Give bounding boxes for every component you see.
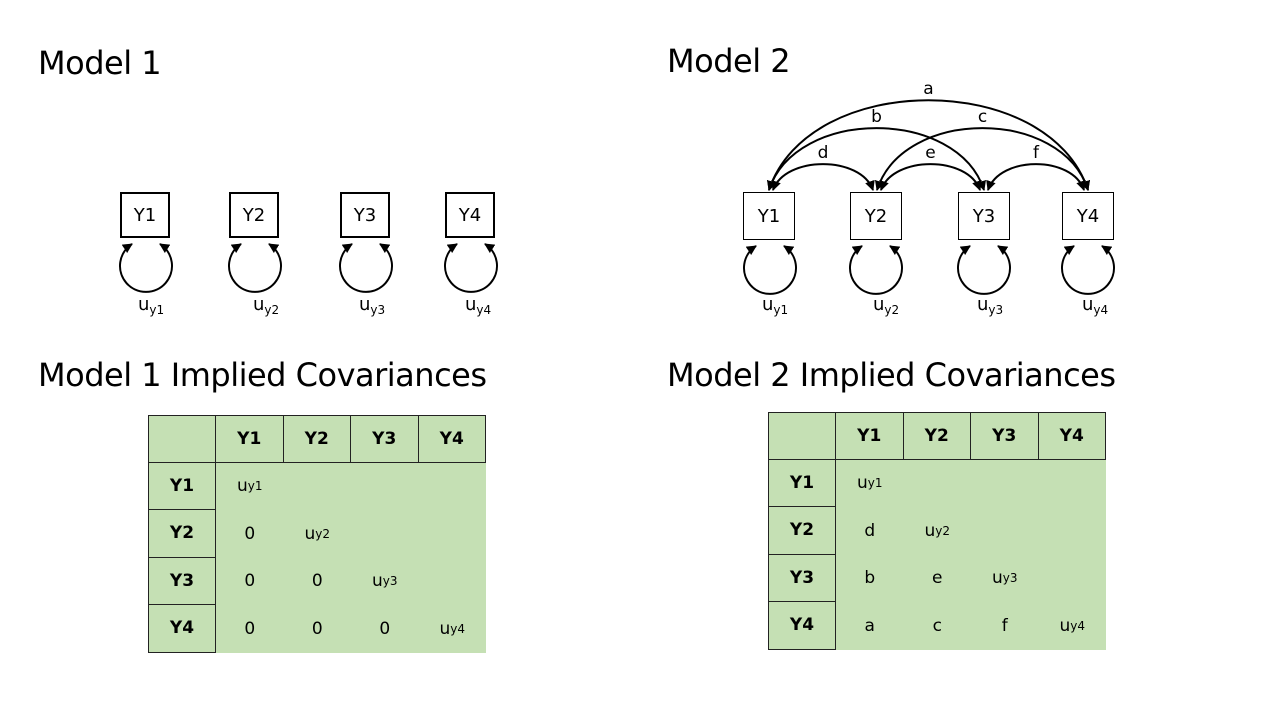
table2-cell <box>1038 459 1106 507</box>
table2-cell: f <box>971 602 1039 650</box>
table1-cell: 0 <box>216 510 284 558</box>
table1-cell <box>283 462 351 510</box>
model1-title: Model 1 <box>38 44 162 82</box>
model1-node-y2: Y2 <box>229 192 279 238</box>
table2-row-header: Y2 <box>768 507 836 555</box>
model2-residual-loops <box>743 245 1115 295</box>
table1-cell <box>351 462 419 510</box>
model1-residual-label: uy4 <box>465 294 492 317</box>
model1-residual-label: uy2 <box>253 294 280 317</box>
table2-row-header: Y1 <box>768 459 836 507</box>
model2-title: Model 2 <box>667 42 791 80</box>
table1-col-header: Y4 <box>418 415 486 463</box>
model1-residual-loop-3 <box>339 243 393 293</box>
table2-cell: b <box>836 554 904 602</box>
model2-node-y3: Y3 <box>958 192 1010 240</box>
covariance-arc-d <box>771 163 875 191</box>
table2-cell <box>1038 507 1106 555</box>
covariance-label-c: c <box>978 107 987 127</box>
model1-node-y3: Y3 <box>340 192 390 238</box>
table1-col-header: Y3 <box>351 415 419 463</box>
covariance-label-f: f <box>1033 143 1040 163</box>
covariance-arc-f <box>986 163 1086 191</box>
table2-cell: e <box>903 554 971 602</box>
table1-cell <box>418 462 486 510</box>
table1-corner-cell <box>148 415 216 463</box>
model1-residual-label: uy3 <box>359 294 386 317</box>
model1-residual-loop-1 <box>119 243 173 293</box>
table1-cell: 0 <box>283 605 351 653</box>
table2-col-header: Y4 <box>1038 412 1106 460</box>
covariance-label-a: a <box>923 79 933 99</box>
table2-col-header: Y2 <box>903 412 971 460</box>
table1-row-header: Y1 <box>148 462 216 510</box>
table1-title: Model 1 Implied Covariances <box>38 356 487 394</box>
covariance-arc-a <box>767 99 1090 191</box>
model2-residual-loop-2 <box>849 245 903 295</box>
covariance-arc-c <box>874 127 1091 191</box>
table2-cell: c <box>903 602 971 650</box>
table1-cell <box>351 510 419 558</box>
covariance-label-e: e <box>925 143 935 163</box>
model2-node-y4: Y4 <box>1062 192 1114 240</box>
model2-node-y2: Y2 <box>850 192 902 240</box>
table2-col-header: Y3 <box>971 412 1039 460</box>
table1-cell <box>418 557 486 605</box>
table2-row-header: Y3 <box>768 554 836 602</box>
model2-residual-label: uy1 <box>762 294 789 317</box>
covariance-label-b: b <box>871 107 882 127</box>
table2-row-header: Y4 <box>768 602 836 650</box>
table2-cell: a <box>836 602 904 650</box>
model2-residual-label: uy3 <box>977 294 1004 317</box>
table2-cell <box>903 459 971 507</box>
table1-cell: 0 <box>216 557 284 605</box>
model1-node-y1: Y1 <box>120 192 170 238</box>
table2-col-header: Y1 <box>836 412 904 460</box>
table2-title: Model 2 Implied Covariances <box>667 356 1116 394</box>
table2-cell <box>971 459 1039 507</box>
table1-cell: 0 <box>351 605 419 653</box>
table1-row-header: Y3 <box>148 557 216 605</box>
model1-residual-loops <box>119 243 498 293</box>
model2-node-y1: Y1 <box>743 192 795 240</box>
table1-cell: 0 <box>283 557 351 605</box>
model2-covariance-edges: a b c d e f <box>767 79 1091 191</box>
model1-residual-label: uy1 <box>138 294 165 317</box>
table2-corner-cell <box>768 412 836 460</box>
covariance-arc-e <box>879 163 982 191</box>
table1-row-header: Y2 <box>148 510 216 558</box>
model2-residual-loop-1 <box>743 245 797 295</box>
table2-cell <box>971 507 1039 555</box>
covariance-arc-b <box>767 127 986 191</box>
covariance-label-d: d <box>818 143 829 163</box>
table1-cell: 0 <box>216 605 284 653</box>
table1-col-header: Y1 <box>216 415 284 463</box>
table2-cell <box>1038 554 1106 602</box>
table1-col-header: Y2 <box>283 415 351 463</box>
table1-row-header: Y4 <box>148 605 216 653</box>
model2-residual-label: uy4 <box>1082 294 1109 317</box>
model2-residual-loop-4 <box>1061 245 1115 295</box>
table2-cell: d <box>836 507 904 555</box>
model1-residual-loop-2 <box>228 243 282 293</box>
model2-residual-loop-3 <box>957 245 1011 295</box>
table1-cell <box>418 510 486 558</box>
model2-residual-label: uy2 <box>873 294 900 317</box>
model1-node-y4: Y4 <box>445 192 495 238</box>
model1-residual-loop-4 <box>444 243 498 293</box>
